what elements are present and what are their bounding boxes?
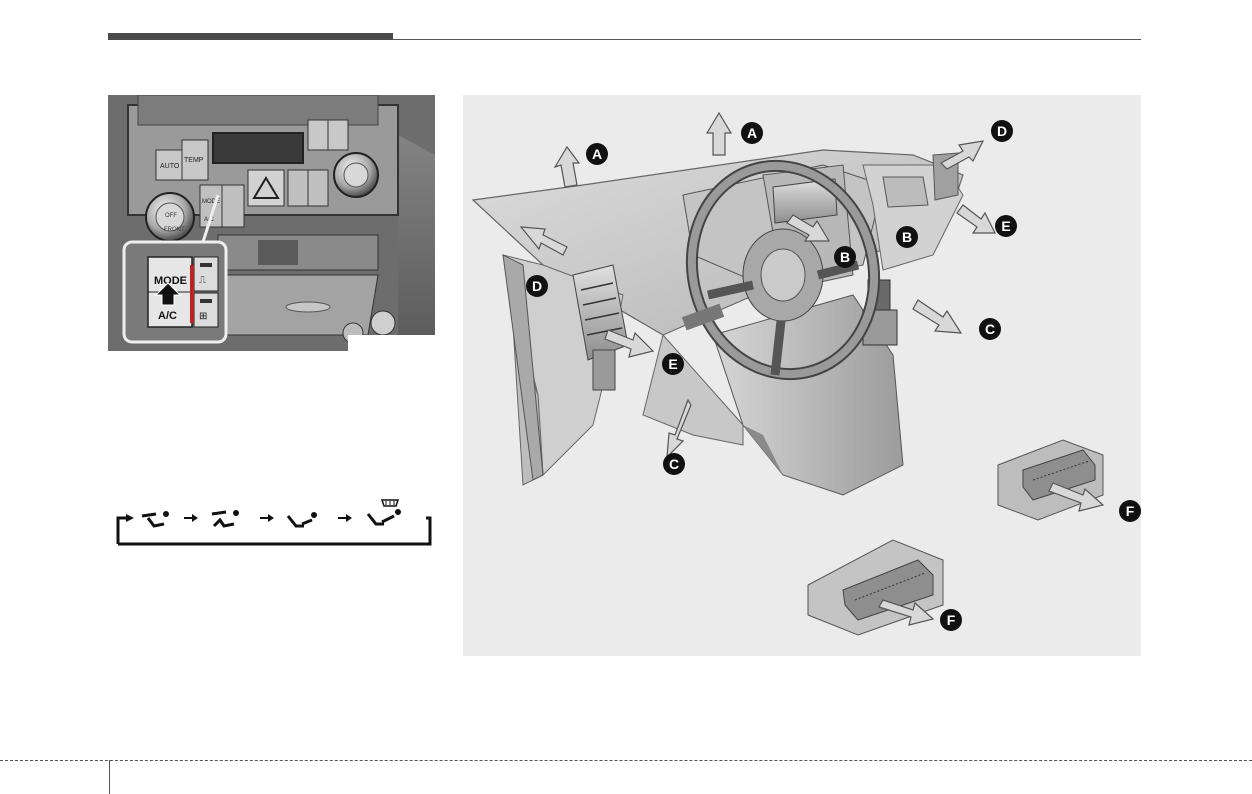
zone-badge-label: E [668,356,677,372]
zone-badge-label: B [840,249,850,265]
zone-badge-label: A [747,125,757,141]
footer-dashed-line [0,760,1252,761]
airflow-arrow-icon [957,205,995,233]
zone-badge-e: E [662,353,684,375]
zone-badge-d: D [526,275,548,297]
zone-badge-label: C [985,321,995,337]
airflow-diagram: A A B B C C D D E E F F [463,95,1141,656]
header-rule-thick [108,33,393,40]
zone-badge-a: A [586,143,608,165]
zone-badge-e: E [995,215,1017,237]
bi-level-icon [212,510,239,526]
zone-badge-label: E [1001,218,1010,234]
zone-badge-b: B [834,246,856,268]
climate-control-photo: AUTO TEMP OFF FRONT MODE A/C MO [108,95,435,351]
inset-atc-label: A/C [158,310,177,322]
zone-badge-label: B [902,229,912,245]
inset-defrost-icon: ⎍ [199,275,206,286]
mode-sequence-diagram [112,498,434,550]
footer-page-tick [109,760,110,794]
zone-badge-d: D [991,120,1013,142]
airflow-arrow-icon [707,113,731,155]
zone-badge-label: D [997,123,1007,139]
photo-temp-label: TEMP [184,157,204,164]
zone-badge-label: D [532,278,542,294]
zone-badge-f: F [1119,500,1141,522]
floor-defrost-icon [368,500,401,524]
zone-badge-label: C [669,456,679,472]
inset-rear-defrost-icon: ⊞ [199,311,207,322]
photo-off-label: OFF [165,213,177,219]
zone-badge-c: C [663,453,685,475]
photo-auto-label: AUTO [160,163,180,170]
zone-badge-label: F [1126,503,1135,519]
airflow-arrow-icon [913,300,961,333]
zone-badge-c: C [979,318,1001,340]
floor-icon [288,512,317,526]
zone-badge-label: A [592,146,602,162]
face-vent-icon [142,511,169,526]
zone-badge-f: F [940,609,962,631]
photo-front-label: FRONT [164,227,185,233]
zone-badge-label: F [947,612,956,628]
zone-badge-a: A [741,122,763,144]
header-rule-thin [393,39,1141,40]
zone-badge-b: B [896,226,918,248]
airflow-arrow-icon [555,147,579,187]
